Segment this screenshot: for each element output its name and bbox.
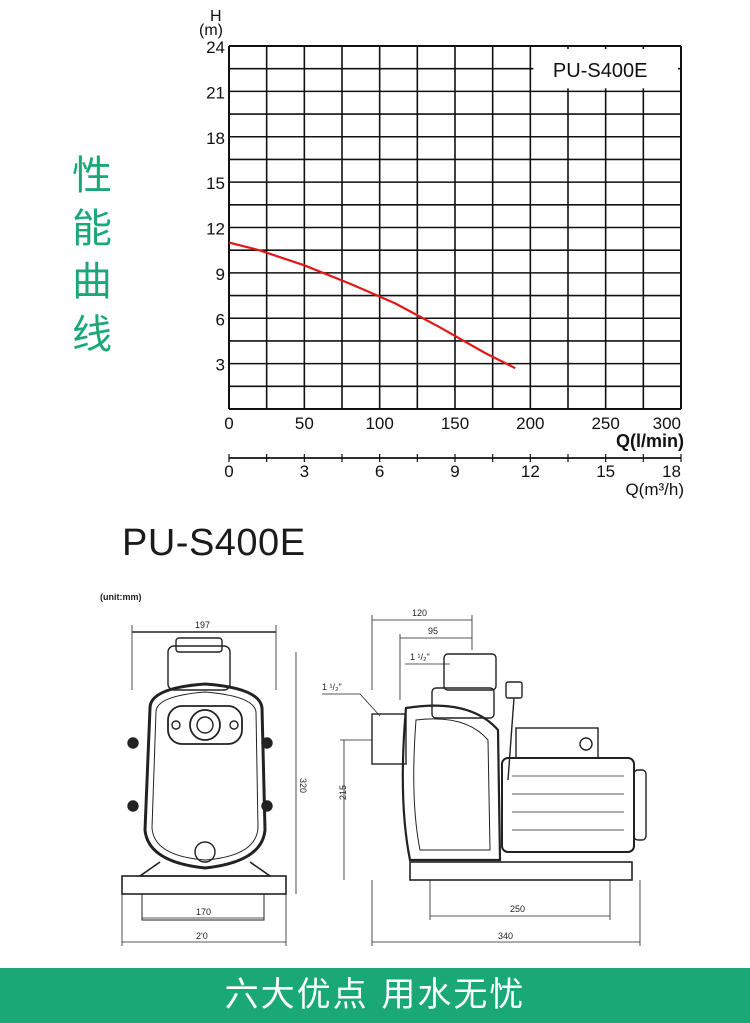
x-tick-label-lmin: 0 — [224, 414, 233, 433]
x-tick-label-m3h: 12 — [521, 462, 540, 481]
x-tick-label-lmin: 50 — [295, 414, 314, 433]
footer-banner: 六大优点 用水无忧 — [0, 968, 750, 1023]
y-tick-label: 3 — [216, 356, 225, 375]
y-tick-label: 21 — [206, 83, 225, 102]
side-top-outer-label: 120 — [412, 608, 427, 618]
side-view: 120 95 1 ¹/₂" 1 ¹/₂" 215 250 340 — [322, 608, 647, 946]
x-axis-label-m3h: Q(m³/h) — [625, 480, 684, 499]
y-axis-label: H — [210, 8, 222, 25]
chart-title-box — [533, 49, 678, 89]
side-outlet-size-label: 1 ¹/₂" — [410, 652, 430, 662]
y-tick-label: 12 — [206, 220, 225, 239]
chart-grid — [228, 45, 682, 410]
x-tick-label-lmin: 250 — [591, 414, 619, 433]
y-tick-label: 15 — [206, 174, 225, 193]
y-tick-label: 9 — [216, 265, 225, 284]
front-width-top-label: 197 — [195, 620, 210, 630]
x-tick-label-m3h: 15 — [596, 462, 615, 481]
unit-note: (unit:mm) — [100, 592, 142, 602]
dimension-drawing: (unit:mm) 197 320 170 2'0 — [100, 592, 647, 946]
performance-chart: 3 6 9 12 15 18 21 24 0 50 100 150 200 250 300 0 3 6 9 12 15 1… — [199, 8, 684, 499]
performance-curve-line — [228, 241, 516, 370]
chart-series — [228, 241, 516, 370]
y-tick-label: 6 — [216, 310, 225, 329]
x-axis-label-lmin: Q(l/min) — [616, 431, 684, 451]
x-tick-label-m3h: 9 — [450, 462, 459, 481]
side-base-outer-label: 340 — [498, 931, 513, 941]
chart-ticks: 3 6 9 12 15 18 21 24 0 50 100 150 200 250 300 0 3 6 9 12 15 1… — [206, 38, 682, 481]
side-inlet-size-label: 1 ¹/₂" — [322, 682, 342, 692]
x-tick-label-m3h: 18 — [662, 462, 681, 481]
y-axis-unit: (m) — [199, 22, 223, 39]
front-base-outer-label: 2'0 — [196, 931, 208, 941]
y-tick-label: 18 — [206, 129, 225, 148]
y-tick-label: 24 — [206, 38, 225, 57]
front-height-label: 320 — [298, 778, 308, 793]
front-base-inner-label: 170 — [196, 907, 211, 917]
model-heading: PU-S400E — [122, 522, 306, 564]
performance-curve-title: 性能曲线 — [72, 153, 112, 358]
chart-title: PU-S400E — [553, 60, 648, 82]
x-tick-label-m3h: 0 — [224, 462, 233, 481]
x-tick-label-lmin: 200 — [516, 414, 544, 433]
x-tick-label-m3h: 6 — [375, 462, 384, 481]
side-height-label: 215 — [338, 785, 348, 800]
side-top-inner-label: 95 — [428, 626, 438, 636]
x-tick-label-m3h: 3 — [300, 462, 309, 481]
x-tick-label-lmin: 100 — [365, 414, 393, 433]
side-base-inner-label: 250 — [510, 904, 525, 914]
x-tick-label-lmin: 150 — [441, 414, 469, 433]
x-tick-label-lmin: 300 — [653, 414, 681, 433]
front-view: 197 320 170 2'0 — [121, 620, 308, 946]
